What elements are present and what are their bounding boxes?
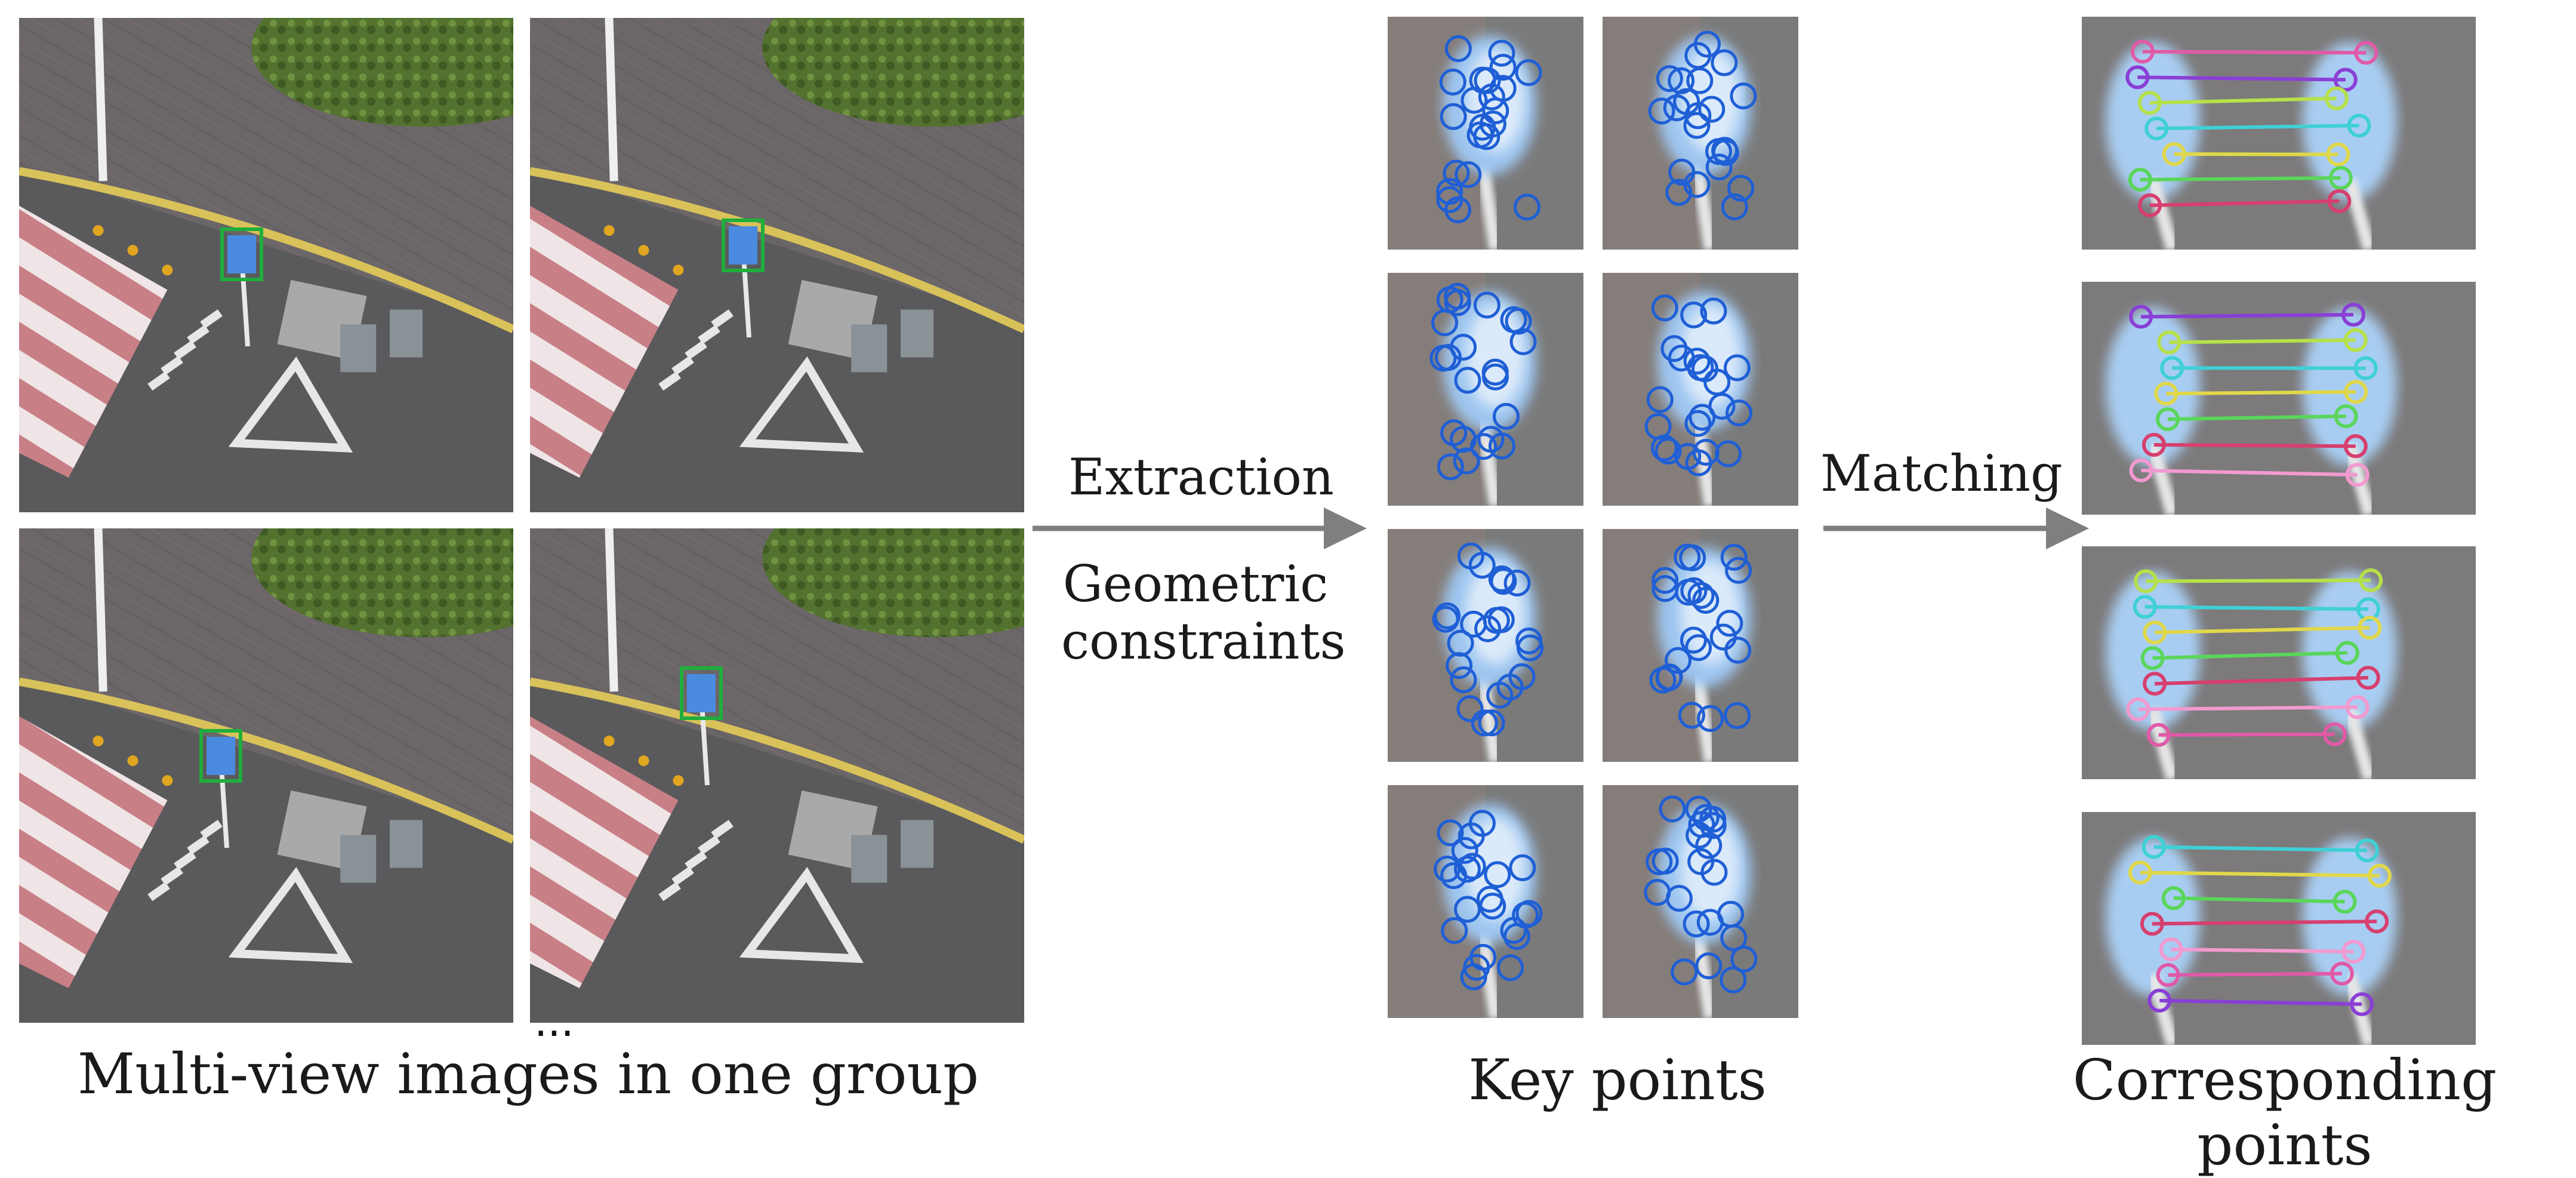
match-line xyxy=(2166,392,2356,393)
match-line xyxy=(2145,607,2368,609)
geometric-line-2: constraints xyxy=(1061,612,1346,670)
key-point-patch xyxy=(1388,17,1583,250)
key-point-patch xyxy=(1603,17,1798,250)
key-point-patch xyxy=(1603,529,1798,762)
match-line xyxy=(2140,178,2341,180)
match-line xyxy=(2146,580,2371,582)
match-line xyxy=(2143,52,2367,53)
aerial-photo xyxy=(19,0,597,512)
aerial-photo xyxy=(530,479,1108,1023)
match-line xyxy=(2154,445,2356,446)
aerial-photo xyxy=(530,0,1108,512)
match-line xyxy=(2174,154,2338,155)
matching-arrow xyxy=(1823,508,2089,549)
extraction-label: Extraction xyxy=(1068,448,1334,506)
extraction-arrow xyxy=(1033,508,1367,549)
key-point-patch xyxy=(1388,273,1583,506)
key-point-patches xyxy=(1388,17,1798,1018)
match-line xyxy=(2137,77,2346,79)
key-point-patch xyxy=(1388,529,1583,762)
geometric-constraints-label: Geometric constraints xyxy=(1061,555,1330,670)
aerial-photo xyxy=(19,479,597,1023)
match-line xyxy=(2169,340,2356,343)
multi-view-images xyxy=(19,0,1108,1023)
key-point-patch xyxy=(1388,785,1583,1018)
multi-view-caption: Multi-view images in one group xyxy=(0,1042,1056,1107)
match-line xyxy=(2138,707,2357,709)
match-line xyxy=(2141,315,2353,316)
corresponding-points-caption: Corresponding points xyxy=(1993,1048,2576,1178)
ellipsis-mark: ... xyxy=(534,997,574,1046)
key-point-patch xyxy=(1603,273,1798,506)
corresponding-point-patch xyxy=(2082,282,2476,515)
geometric-line-1: Geometric xyxy=(1063,555,1329,613)
match-line xyxy=(2159,734,2335,735)
corresponding-point-patch xyxy=(2082,546,2476,779)
corresponding-point-patches xyxy=(2082,17,2476,1045)
matching-label: Matching xyxy=(1820,444,2063,503)
corresponding-point-patch xyxy=(2082,812,2476,1045)
match-line xyxy=(2171,949,2354,952)
key-point-patch xyxy=(1603,785,1798,1018)
match-line xyxy=(2152,921,2377,924)
match-line xyxy=(2168,974,2342,975)
key-points-caption: Key points xyxy=(1391,1048,1844,1113)
corresponding-point-patch xyxy=(2082,17,2476,250)
